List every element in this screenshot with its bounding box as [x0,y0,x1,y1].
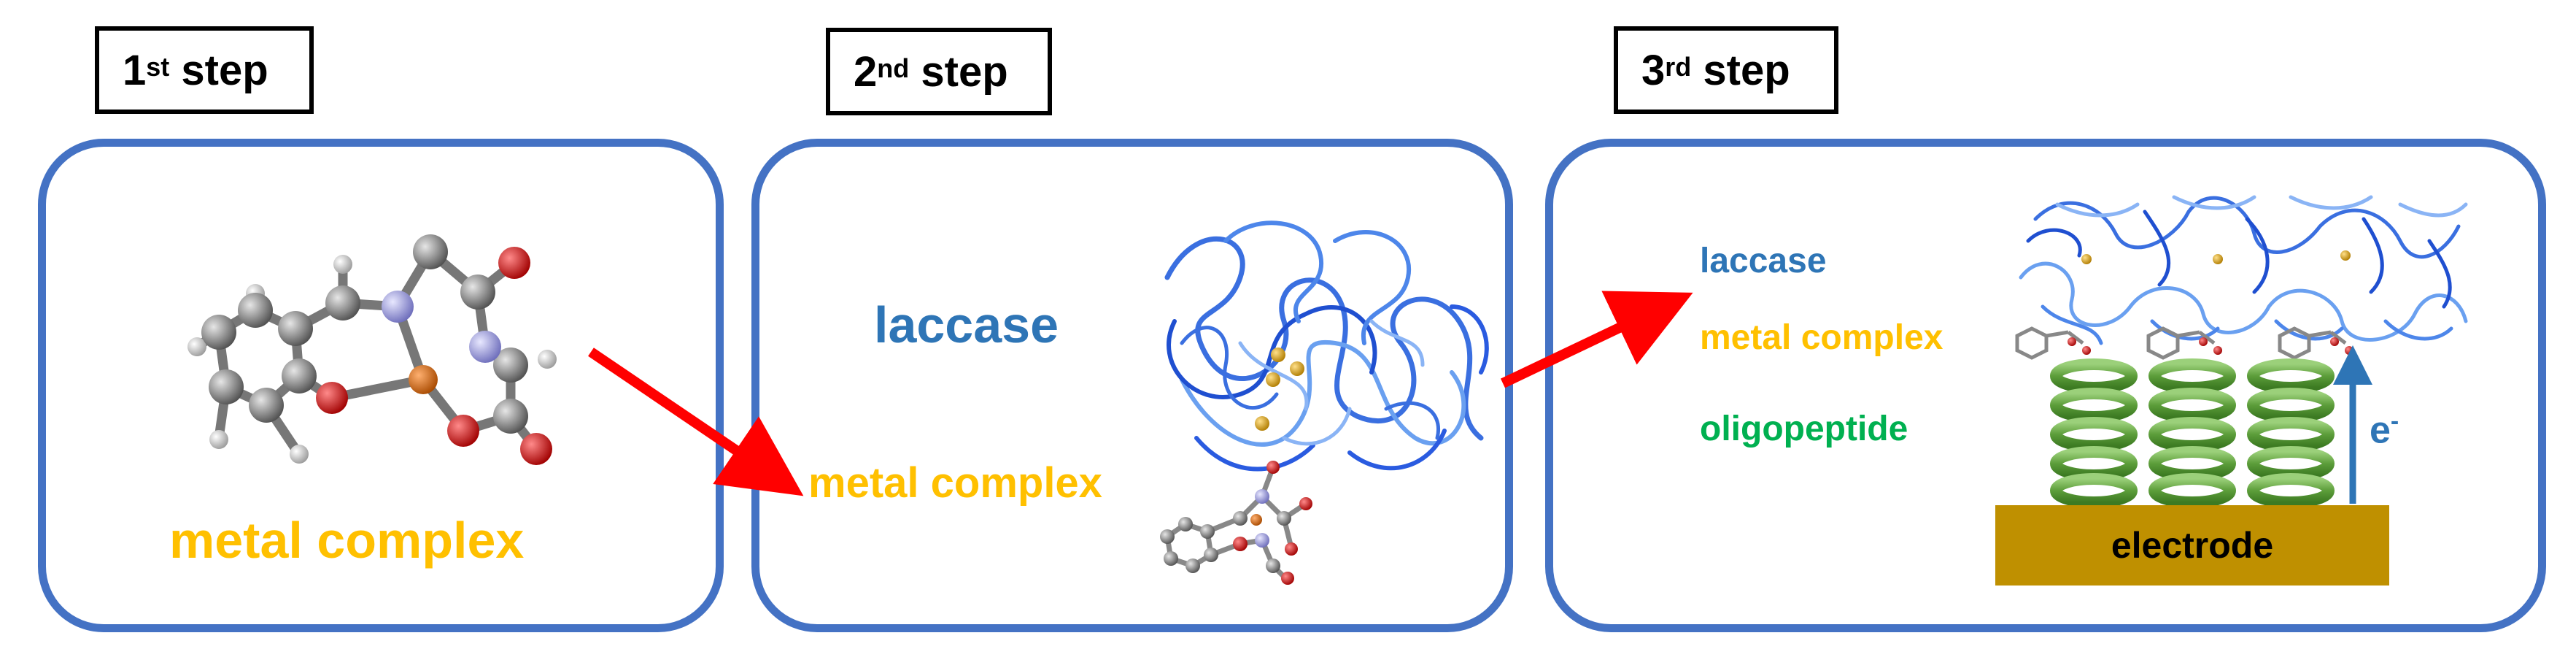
step-3-word: step [1703,46,1790,94]
electrode-plate [1995,505,2389,586]
panel2-metal-complex-label: metal complex [808,459,1102,507]
metal-complex-molecule [187,234,557,465]
panel-step-2 [751,139,1513,632]
step-1-word: step [181,46,268,94]
arrow-step1-to-step2 [588,348,804,496]
panel1-metal-complex-label: metal complex [169,512,525,569]
step-1-suffix: st [146,52,170,82]
helix-1 [2050,358,2138,508]
laccase-protein [1164,220,1489,472]
arrow-step2-to-step3 [1500,291,1693,388]
panel3-oligopeptide-label: oligopeptide [1700,410,1908,448]
metal-complex-small [1160,461,1312,585]
helix-3 [2247,358,2335,508]
step-1-number: 1 [123,46,147,94]
electron-label: e- [2370,407,2399,452]
panel3-metal-complex-label: metal complex [1700,318,1943,357]
metal-complex-layer [2015,326,2353,360]
helix-2 [2148,358,2236,508]
oligopeptide-helices [2050,358,2335,508]
panel3-laccase-label: laccase [1700,242,1827,280]
step-2-suffix: nd [877,53,910,83]
step-3-suffix: rd [1665,52,1692,82]
electron-symbol: e [2370,409,2391,452]
step-2-word: step [921,47,1008,96]
panel2-laccase-label: laccase [874,296,1059,353]
electrode-label: electrode [2111,525,2274,566]
step-2-number: 2 [854,47,878,96]
electron-charge: - [2390,407,2399,435]
laccase-layer [2019,195,2468,345]
step-3-number: 3 [1641,46,1666,94]
